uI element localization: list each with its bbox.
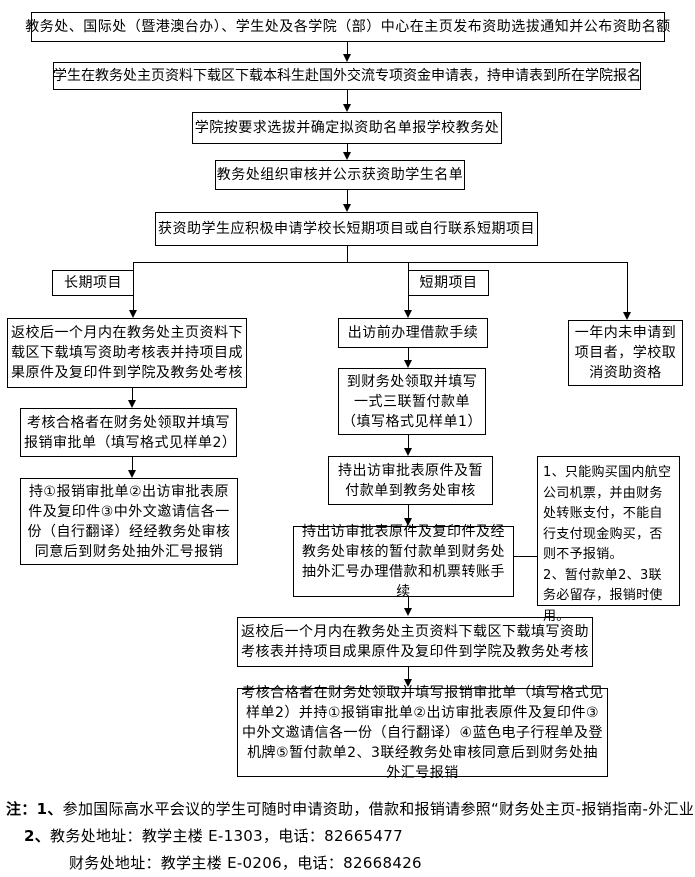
short-term-step-loan-procedure: 出访前办理借款手续 <box>338 318 488 348</box>
short-term-step-loan-and-ticket-transfer: 持出访审批表原件及复印件及经教务处审核的暂付款单到财务处抽外汇号办理借款和机票转… <box>293 524 514 600</box>
side-note-line2: 2、暂付款单2、3联务必留存，报销时使用。 <box>543 567 663 624</box>
arrow-down-icon <box>404 448 412 456</box>
arrow-down-icon <box>343 152 351 160</box>
arrow-down-icon <box>404 310 412 318</box>
long-term-step-assessment: 返校后一个月内在教务处主页资料下载区下载填写资助考核表并持项目成果原件及复印件到… <box>7 318 247 388</box>
footnote-2-text: 教务处地址：教学主楼 E-1303，电话：82665477 <box>50 827 403 845</box>
flow-step-download-application: 学生在教务处主页资料下载区下载本科生赴国外交流专项资金申请表，持申请表到所在学院… <box>53 62 641 90</box>
arrow-down-icon <box>343 104 351 112</box>
connector-line <box>347 90 348 104</box>
side-note-line1: 1、只能购买国内航空公司机票，并由财务处转账支付，不能自行支付现金购买，否则不予… <box>543 465 672 562</box>
footnote-2: 2、教务处地址：教学主楼 E-1303，电话：82665477 <box>6 823 694 850</box>
footnote-1-number: 1、 <box>36 800 63 818</box>
flow-step-publish-notice: 教务处、国际处（暨港澳台办）、学生处及各学院（部）中心在主页发布资助选拔通知并公… <box>25 12 670 42</box>
arrow-down-icon <box>623 312 631 320</box>
arrow-down-icon <box>343 54 351 62</box>
connector-line <box>408 435 409 449</box>
arrow-down-icon <box>128 470 136 478</box>
arrow-down-icon <box>343 204 351 212</box>
flow-step-review-publicize: 教务处组织审核并公示获资助学生名单 <box>215 160 465 190</box>
arrow-down-icon <box>404 360 412 368</box>
connector-line <box>347 144 348 153</box>
long-term-step-final-reimbursement: 持①报销审批单②出访审批表原件及复印件③中外文邀请信各一份（自行翻译）经经教务处… <box>20 478 238 565</box>
side-note-box: 1、只能购买国内航空公司机票，并由财务处转账支付，不能自行支付现金购买，否则不予… <box>537 456 680 624</box>
footnote-3: 财务处地址：教学主楼 E-0206，电话：82668426 <box>6 850 694 877</box>
arrow-down-icon <box>404 608 412 616</box>
connector-line <box>132 457 133 471</box>
connector-line <box>408 505 409 519</box>
connector-line <box>408 597 409 609</box>
arrow-down-icon <box>404 518 412 526</box>
arrow-down-icon <box>404 679 412 687</box>
arrow-down-icon <box>129 310 137 318</box>
connector-line <box>408 667 409 680</box>
connector-line <box>347 246 348 262</box>
connector-line <box>347 42 348 55</box>
footnote-2-number: 2、 <box>24 827 51 845</box>
branch-label-long-term: 长期项目 <box>52 270 134 296</box>
connector-line <box>408 348 409 361</box>
footnote-1: 注：1、参加国际高水平会议的学生可随时申请资助，借款和报销请参照“财务处主页-报… <box>6 796 695 823</box>
connector-line <box>627 262 628 312</box>
footnote-1-text: 参加国际高水平会议的学生可随时申请资助，借款和报销请参照“财务处主页-报销指南-… <box>62 800 695 818</box>
note-connector-line <box>514 556 537 557</box>
footnotes: 注：1、参加国际高水平会议的学生可随时申请资助，借款和报销请参照“财务处主页-报… <box>6 796 695 877</box>
short-term-step-final-reimbursement: 考核合格者在财务处领取并填写报销审批单（填写格式见样单2）并持①报销审批单②出访… <box>237 685 608 781</box>
long-term-step-reimbursement-form: 考核合格者在财务处领取并填写报销审批单（填写格式见样单2） <box>20 408 237 457</box>
short-term-step-temporary-payment-form: 到财务处领取并填写一式三联暂付款单（填写格式见样单1） <box>338 368 486 435</box>
arrow-down-icon <box>128 400 136 408</box>
no-project-disqualification: 一年内未申请到项目者，学校取消资助资格 <box>568 320 683 386</box>
branch-line <box>133 262 627 263</box>
short-term-step-return-assessment: 返校后一个月内在教务处主页资料下载区下载填写资助考核表并持项目成果原件及复印件到… <box>237 617 593 667</box>
connector-line <box>347 190 348 205</box>
footnote-3-text: 财务处地址：教学主楼 E-0206，电话：82668426 <box>69 854 422 872</box>
short-term-step-academic-review: 持出访审批表原件及暂付款单到教务处审核 <box>328 456 493 505</box>
connector-line <box>132 388 133 401</box>
branch-label-short-term: 短期项目 <box>408 270 489 296</box>
flow-step-apply-projects: 获资助学生应积极申请学校长短期项目或自行联系短期项目 <box>155 212 538 246</box>
footnote-label: 注： <box>6 800 37 818</box>
flow-step-college-selection: 学院按要求选拔并确定拟资助名单报学校教务处 <box>192 112 502 144</box>
